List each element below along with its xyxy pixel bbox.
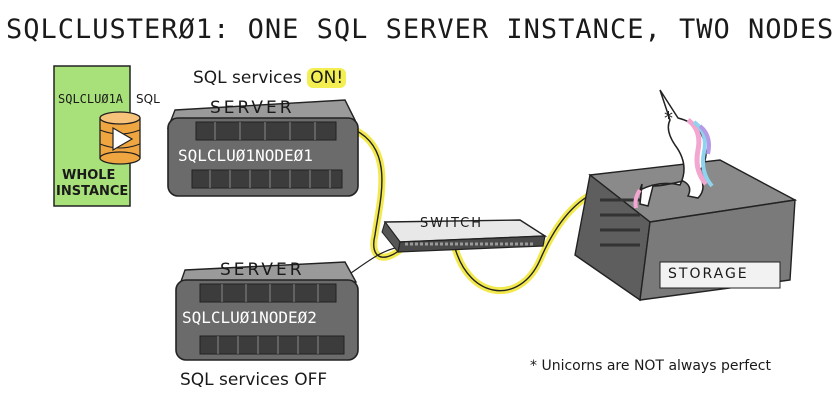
storage-label: STORAGE (668, 266, 749, 282)
footnote-text: Unicorns are NOT always perfect (541, 358, 771, 374)
cluster-diagram: * (53, 65, 798, 361)
node2-status-value: OFF (294, 370, 328, 390)
database-icon (99, 111, 141, 165)
node2-status: SQL services OFF (180, 370, 327, 390)
node1-header: SERVER (210, 98, 295, 118)
instance-caption-line1: WHOLE (62, 168, 116, 183)
instance-sql-tag: SQL (136, 92, 160, 106)
node1-status-value: ON! (307, 68, 347, 88)
asterisk-icon: * (664, 108, 673, 129)
node2-hostname: SQLCLUØ1NODEØ2 (182, 308, 317, 327)
network-cables (347, 126, 604, 295)
page-title: SQLCLUSTERØ1: ONE SQL SERVER INSTANCE, T… (6, 14, 834, 45)
sql-instance-panel (53, 65, 141, 207)
instance-name: SQLCLUØ1A (58, 92, 124, 106)
node2-header: SERVER (220, 260, 305, 280)
network-switch (381, 219, 548, 254)
footnote-marker: * (530, 358, 537, 374)
play-icon (112, 126, 134, 152)
server-node-1 (166, 99, 359, 197)
node1-status-prefix: SQL services (193, 68, 302, 88)
instance-caption-line2: INSTANCE (56, 184, 129, 199)
switch-label: SWITCH (420, 216, 483, 231)
node2-status-prefix: SQL services (180, 370, 289, 390)
node1-status: SQL services ON! (193, 68, 347, 88)
footnote: * Unicorns are NOT always perfect (530, 358, 771, 374)
unicorn-icon (633, 89, 714, 209)
server-node-2 (175, 261, 359, 361)
node1-hostname: SQLCLUØ1NODEØ1 (178, 146, 313, 165)
